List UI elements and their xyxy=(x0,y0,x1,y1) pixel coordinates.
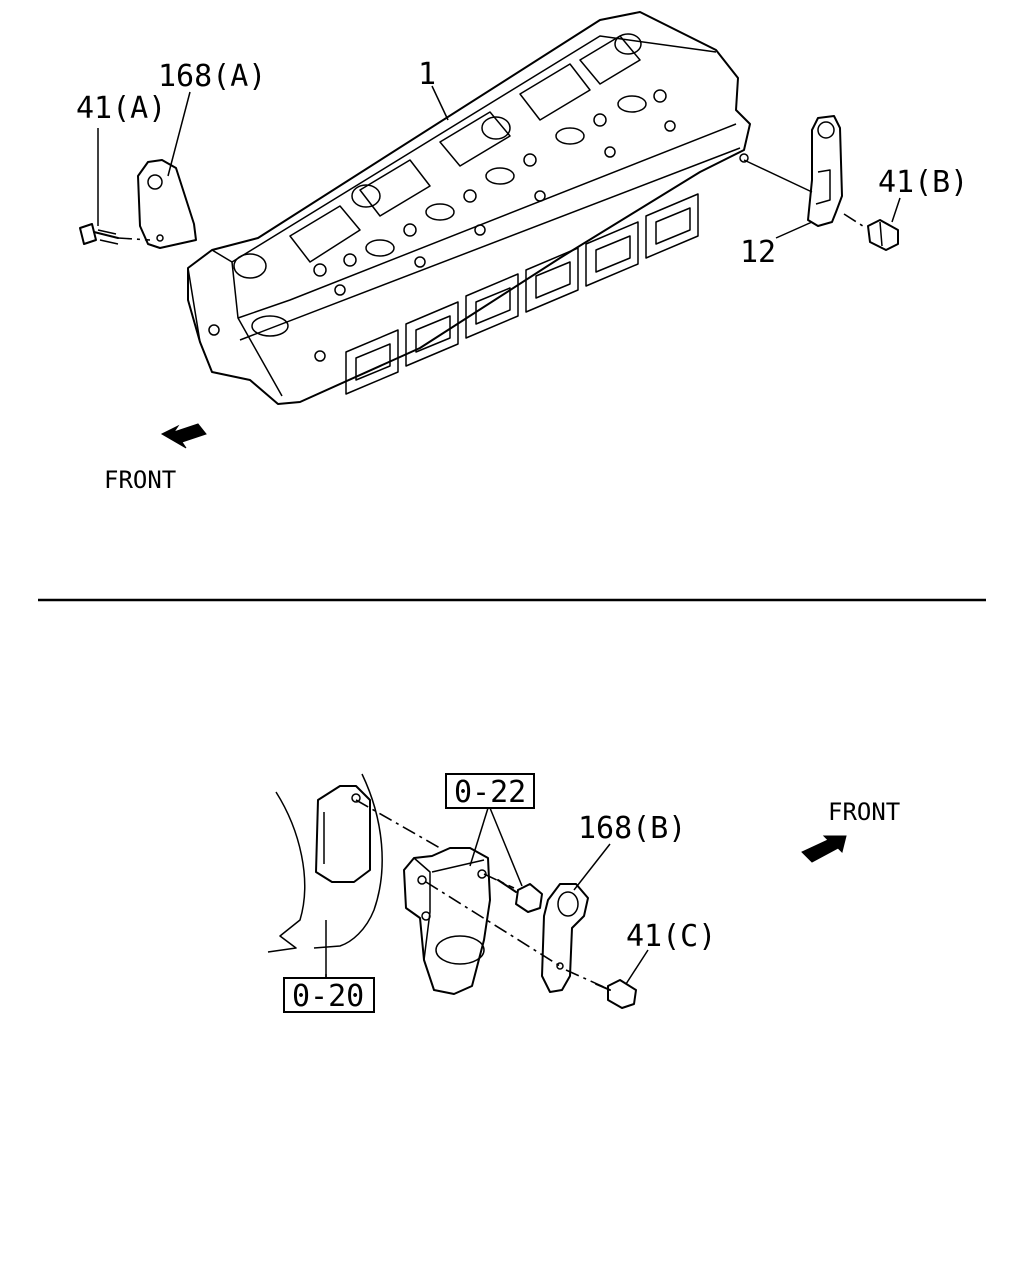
label-168b: 168(B) xyxy=(578,811,686,846)
front-label-top: FRONT xyxy=(104,466,176,494)
cam-journals xyxy=(233,33,642,279)
box-020 xyxy=(283,977,375,1013)
bracket-12 xyxy=(807,115,843,227)
label-41b: 41(B) xyxy=(878,165,968,200)
bottom-view: 0-22 0-20 168(B) 41(C) FRONT xyxy=(267,773,900,1014)
label-1: 1 xyxy=(418,57,436,92)
bolt-41c xyxy=(595,979,637,1009)
front-arrow-icon xyxy=(160,423,207,449)
label-022: 0-22 xyxy=(454,775,526,810)
label-41c: 41(C) xyxy=(626,919,716,954)
bolt-022 xyxy=(497,879,543,913)
box-022 xyxy=(445,773,535,809)
label-12: 12 xyxy=(740,235,776,270)
label-168a: 168(A) xyxy=(158,59,266,94)
front-arrow-bottom-icon xyxy=(801,835,847,863)
bracket-168b xyxy=(541,883,589,993)
deck-holes xyxy=(313,89,676,296)
cylinder-head xyxy=(187,11,751,405)
bolt-41b xyxy=(843,213,899,251)
engine-block-partial xyxy=(267,773,383,978)
bracket-168a xyxy=(137,159,197,249)
bolt-41a xyxy=(79,223,151,245)
label-020: 0-20 xyxy=(292,979,364,1014)
front-label-bottom: FRONT xyxy=(828,798,900,826)
side-ports xyxy=(345,193,699,395)
engine-mount xyxy=(403,847,491,995)
label-41a: 41(A) xyxy=(76,91,166,126)
top-view: 41(A) 168(A) 1 41(B) 12 FRONT xyxy=(76,11,968,494)
